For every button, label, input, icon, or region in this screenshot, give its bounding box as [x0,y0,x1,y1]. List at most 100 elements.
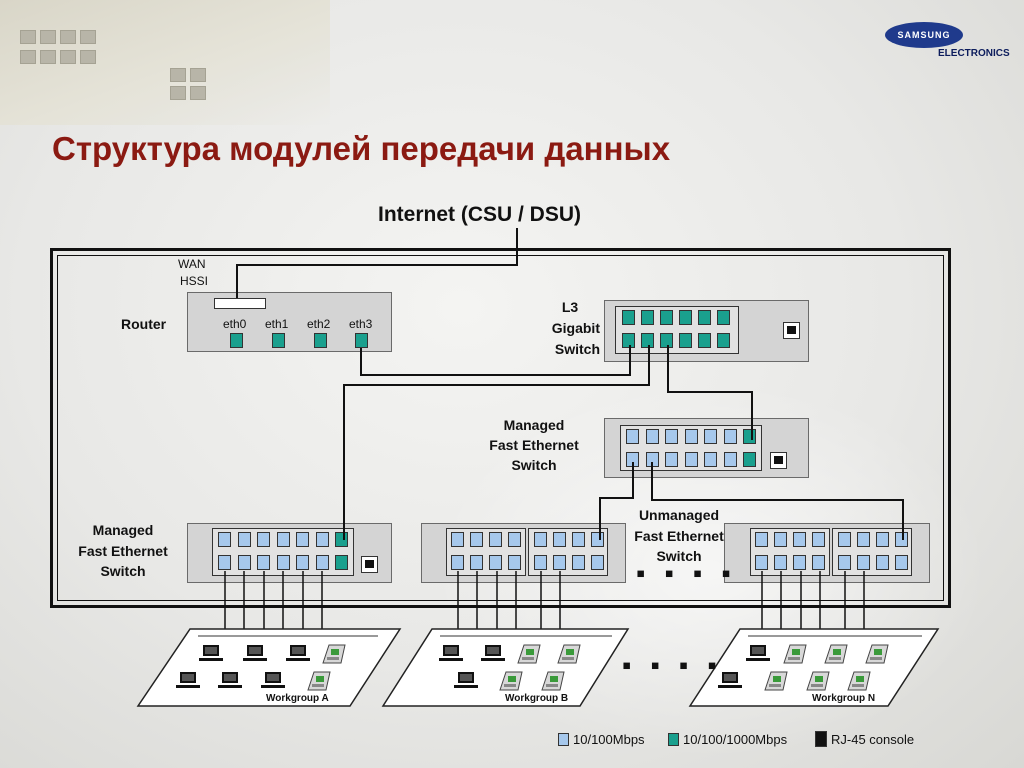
managed-center-port-bottom-3 [665,452,678,467]
switch-b-group1-port-bottom-3 [489,555,502,570]
l3-switch-port-top-6 [717,310,730,325]
switch-b-group1-port-top-4 [508,532,521,547]
workgroup-b-pc-3-icon [454,672,478,688]
switch-n-group1-port-top-3 [793,532,806,547]
logo-subtitle: ELECTRONICS [938,48,1010,59]
switch-n-group2-port-bottom-4 [895,555,908,570]
managed-switch-center-line1: Managed [503,417,565,433]
background-hardware-photo [0,0,330,125]
workgroup-drop-cables [224,571,865,629]
switch-b-group2-port-top-3 [572,532,585,547]
workgroup-n-phone-3-icon [865,644,889,664]
workgroup-b-phone-2-icon [557,644,581,664]
managed-left-port-bottom-7 [335,555,348,570]
switch-b-group2-port-bottom-4 [591,555,604,570]
switch-n-group1-port-bottom-1 [755,555,768,570]
workgroup-a-pc-2-icon [243,645,267,661]
switch-b-group1-port-top-1 [451,532,464,547]
l3-switch-port-top-3 [660,310,673,325]
switch-b-group1-port-top-2 [470,532,483,547]
workgroup-a-pc-6-icon [261,672,285,688]
unmanaged-switch-line3: Switch [656,548,702,564]
workgroup-b-pc-2-icon [481,645,505,661]
managed-center-port-top-1 [626,429,639,444]
workgroup-a-label: Workgroup A [266,693,329,704]
legend-console-swatch [815,731,827,747]
workgroup-a-pc-5-icon [218,672,242,688]
legend-gigabit-swatch [668,733,679,746]
switch-n-group2-port-top-1 [838,532,851,547]
workgroup-a-pc-4-icon [176,672,200,688]
legend-console-label: RJ-45 console [831,732,915,747]
workgroup-n-phone-5-icon [806,671,830,691]
l3-switch-label: L3 Gigabit Switch [520,297,600,360]
router-label: Router [121,316,167,332]
workgroup-n-phone-2-icon [824,644,848,664]
switch-b-group2-port-bottom-1 [534,555,547,570]
switch-n-group1-port-top-4 [812,532,825,547]
l3-switch-port-bottom-3 [660,333,673,348]
workgroup-b-phone-3-icon [499,671,523,691]
l3-switch-port-bottom-1 [622,333,635,348]
managed-center-port-bottom-7 [743,452,756,467]
switch-n-group1-port-top-1 [755,532,768,547]
workgroup-a-pc-3-icon [286,645,310,661]
switch-b-group2-port-bottom-3 [572,555,585,570]
workgroup-b-pc-1-icon [439,645,463,661]
managed-left-port-top-4 [276,532,290,547]
l3-switch-port-bottom-6 [717,333,730,348]
managed-center-port-bottom-5 [704,452,717,467]
unmanaged-switch-line1: Unmanaged [638,507,720,523]
switch-n-group1-port-top-2 [774,532,787,547]
switch-n-group1-port-bottom-2 [774,555,787,570]
unmanaged-switch-label: Unmanaged Fast Ethernet Switch [614,505,744,567]
managed-switch-center-label: Managed Fast Ethernet Switch [466,415,602,475]
workgroup-n-phone-6-icon [847,671,871,691]
switch-n-group2-port-top-4 [895,532,908,547]
l3-switch-port-bottom-2 [641,333,654,348]
l3-switch-port-top-5 [698,310,711,325]
managed-switch-left-line2: Fast Ethernet [78,542,168,559]
switch-n-group1-port-bottom-3 [793,555,806,570]
managed-center-port-top-2 [645,429,659,444]
switch-b-group1-port-top-3 [489,532,502,547]
l3-switch-port-top-2 [641,310,654,325]
switch-n-group2-port-top-3 [876,532,889,547]
logo-brand: SAMSUNG [897,30,951,40]
switch-n-group2-port-bottom-1 [838,555,851,570]
l3-switch-label-line2: Gigabit [551,320,600,336]
l3-switch-port-top-1 [622,310,635,325]
managed-left-port-top-2 [237,532,251,547]
workgroup-n-phone-1-icon [783,644,807,664]
managed-left-port-bottom-2 [237,555,251,570]
switch-b-group1-port-bottom-1 [451,555,464,570]
managed-center-port-top-6 [723,429,737,444]
router-port-label-eth1: eth1 [265,317,289,331]
switch-b-group2-port-bottom-2 [553,555,566,570]
switch-n-group2-port-bottom-3 [876,555,889,570]
samsung-logo: SAMSUNG [885,22,963,48]
internet-uplink-wire [236,228,518,298]
slide-title: Структура модулей передачи данных [52,130,671,167]
managed-center-port-bottom-4 [684,452,698,467]
managed-switch-left-line1: Managed [92,522,154,538]
managed-left-port-bottom-1 [218,555,231,570]
workgroup-n-phone-4-icon [764,671,788,691]
managed-left-port-top-5 [296,532,309,547]
managed-left-port-bottom-3 [257,555,270,570]
l3-switch-label-line1: L3 [561,299,579,315]
workgroup-devices [176,644,889,691]
workgroup-n-pc-2-icon [718,672,742,688]
switch-b-group1-port-bottom-4 [508,555,521,570]
managed-left-port-bottom-4 [276,555,290,570]
workgroup-n-label: Workgroup N [812,693,876,704]
managed-switch-left-line3: Switch [100,563,146,579]
router-port-label-eth0: eth0 [223,317,247,331]
network-frame [50,248,951,608]
wan-hssi-slot [214,298,266,309]
managed-switch-center-console-port [770,452,787,469]
unmanaged-switch-line2: Fast Ethernet [634,527,724,544]
switch-n-group2-port-bottom-2 [857,555,870,570]
l3-switch-console-port [783,322,800,339]
legend-gigabit-label: 10/100/1000Mbps [683,732,788,747]
